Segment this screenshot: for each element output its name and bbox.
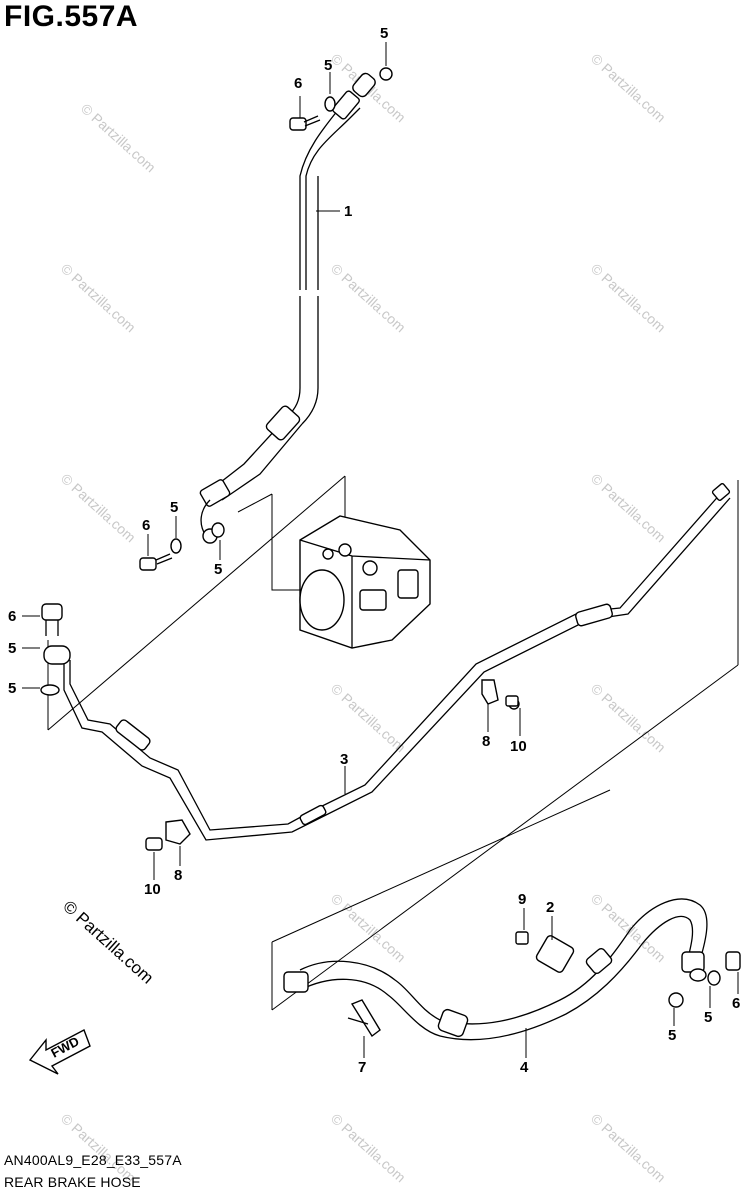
callout-5: 5 — [668, 1027, 676, 1044]
abs-unit — [299, 515, 431, 649]
callout-10: 10 — [144, 881, 161, 898]
banjo-bolt-left — [40, 603, 63, 696]
diagram-caption: REAR BRAKE HOSE — [4, 1174, 141, 1190]
callout-7: 7 — [358, 1059, 366, 1076]
watermark-text: © Partzilla.com — [328, 260, 409, 335]
callout-10: 10 — [510, 738, 527, 755]
watermark-text: © Partzilla.com — [58, 260, 139, 335]
clamp-bolt-group-lower — [145, 819, 191, 851]
banjo-bolt-mid — [139, 522, 225, 571]
callout-5: 5 — [214, 561, 222, 578]
callout-9: 9 — [518, 891, 526, 908]
watermark-text: © Partzilla.com — [588, 680, 669, 755]
brake-hose-holder — [515, 931, 575, 973]
brake-pipe-rear — [43, 483, 731, 841]
leader-lines — [22, 42, 739, 1058]
callout-2: 2 — [546, 899, 554, 916]
brake-hose-upper — [199, 72, 376, 544]
callout-6: 6 — [142, 517, 150, 534]
callout-5: 5 — [704, 1009, 712, 1026]
callout-1: 1 — [344, 203, 352, 220]
callout-5: 5 — [380, 25, 388, 42]
callout-5: 5 — [8, 640, 16, 657]
banjo-bolt-right — [668, 951, 741, 1008]
hose-clip — [347, 999, 381, 1038]
guide-lines — [47, 475, 739, 1011]
watermark-text: © Partzilla.com — [588, 1110, 669, 1185]
diagram-code: AN400AL9_E28_E33_557A — [4, 1152, 182, 1168]
callout-5: 5 — [324, 57, 332, 74]
callout-6: 6 — [8, 608, 16, 625]
callout-5: 5 — [8, 680, 16, 697]
callout-6: 6 — [294, 75, 302, 92]
watermark-text: © Partzilla.com — [588, 260, 669, 335]
brake-hose-lower — [283, 898, 708, 1041]
watermark-text: © Partzilla.com — [588, 50, 669, 125]
callout-8: 8 — [482, 733, 490, 750]
watermark-text: © Partzilla.com — [328, 1110, 409, 1185]
watermark-main: © Partzilla.com — [59, 897, 157, 988]
watermark-text: © Partzilla.com — [78, 100, 159, 175]
figure-title: FIG.557A — [4, 0, 139, 33]
banjo-bolt-top — [289, 67, 393, 131]
watermark-text: © Partzilla.com — [328, 890, 409, 965]
callouts: 1 6 5 5 6 5 5 6 5 5 8 10 3 8 10 9 2 7 4 … — [8, 25, 740, 1076]
watermark-text: © Partzilla.com — [58, 470, 139, 545]
watermark-text: © Partzilla.com — [588, 470, 669, 545]
callout-4: 4 — [520, 1059, 529, 1076]
callout-3: 3 — [340, 751, 348, 768]
callout-6: 6 — [732, 995, 740, 1012]
callout-5: 5 — [170, 499, 178, 516]
clamp-bolt-group-upper — [481, 679, 520, 710]
watermark-text: © Partzilla.com — [328, 680, 409, 755]
fwd-arrow: FWD — [28, 1029, 91, 1075]
callout-8: 8 — [174, 867, 182, 884]
